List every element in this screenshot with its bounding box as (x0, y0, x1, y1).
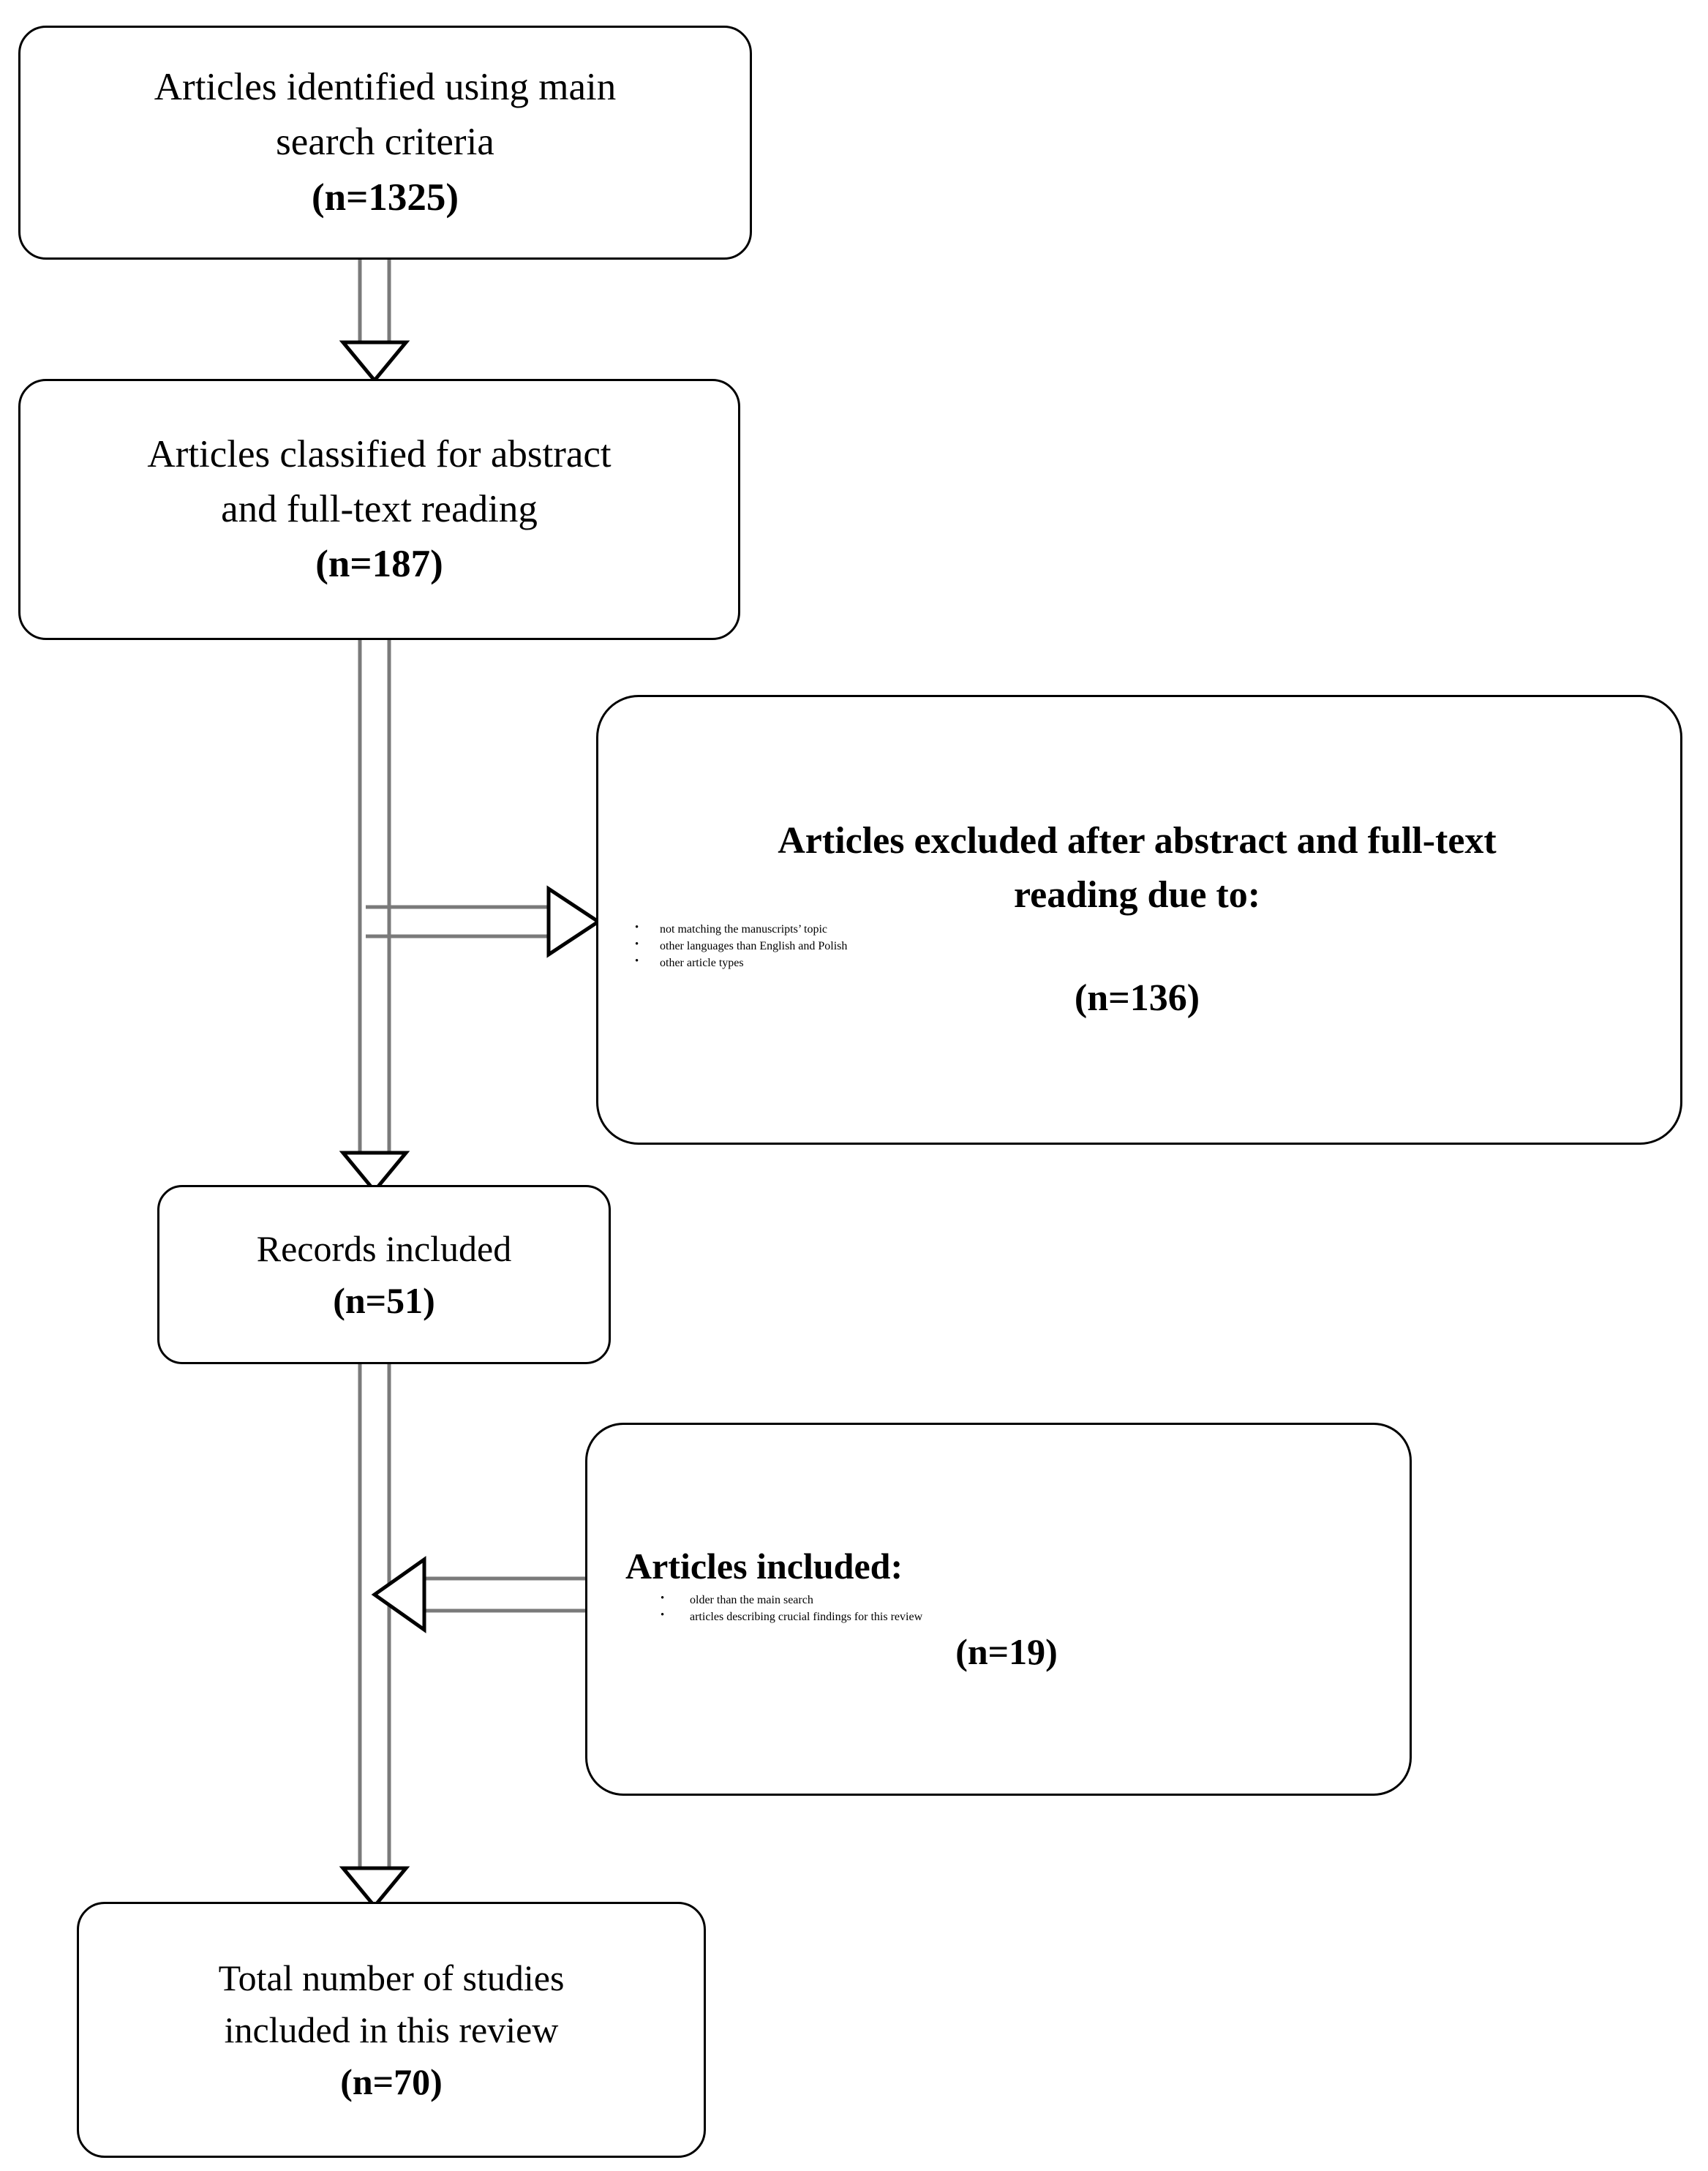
list-item: older than the main search (655, 1591, 1388, 1609)
node-excluded-bullet-list: not matching the manuscripts’ topic othe… (629, 920, 1658, 972)
node-total-line-2: included in this review (224, 2009, 559, 2050)
node-total-count: (n=70) (340, 2061, 443, 2102)
node-included-count: (n=19) (955, 1630, 1058, 1672)
node-identified-line-2: search criteria (276, 121, 494, 164)
node-total-studies: Total number of studies included in this… (77, 1902, 706, 2158)
list-item: not matching the manuscripts’ topic (629, 920, 1658, 938)
node-articles-excluded: Articles excluded after abstract and ful… (596, 695, 1682, 1145)
node-total-line-1: Total number of studies (218, 1957, 565, 1998)
node-articles-included: Articles included: older than the main s… (585, 1423, 1412, 1796)
arrow-identified-to-classified (327, 257, 422, 383)
arrow-included-to-records (364, 1543, 606, 1646)
arrow-classified-to-records (327, 638, 422, 1194)
node-identified-count: (n=1325) (312, 176, 459, 219)
node-excluded-heading-1: Articles excluded after abstract and ful… (778, 819, 1497, 862)
list-item: other article types (629, 954, 1658, 972)
node-records-count: (n=51) (333, 1279, 435, 1321)
node-records-line-1: Records included (256, 1227, 512, 1269)
node-identified-line-1: Articles identified using main (154, 66, 617, 109)
node-records-included: Records included (n=51) (157, 1185, 611, 1364)
list-item: articles describing crucial findings for… (655, 1608, 1388, 1626)
node-classified-line-1: Articles classified for abstract (147, 432, 612, 475)
node-articles-classified: Articles classified for abstract and ful… (18, 379, 740, 640)
node-included-heading-1: Articles included: (625, 1546, 903, 1587)
arrow-classified-to-excluded (366, 874, 607, 969)
node-excluded-heading-2: reading due to: (1013, 873, 1261, 916)
node-classified-count: (n=187) (315, 543, 443, 586)
arrow-records-to-total (327, 1362, 422, 1909)
list-item: other languages than English and Polish (629, 937, 1658, 955)
node-classified-line-2: and full-text reading (221, 487, 538, 530)
node-included-bullet-list: older than the main search articles desc… (655, 1591, 1388, 1626)
node-excluded-count: (n=136) (1074, 977, 1200, 1020)
node-articles-identified: Articles identified using main search cr… (18, 26, 752, 260)
